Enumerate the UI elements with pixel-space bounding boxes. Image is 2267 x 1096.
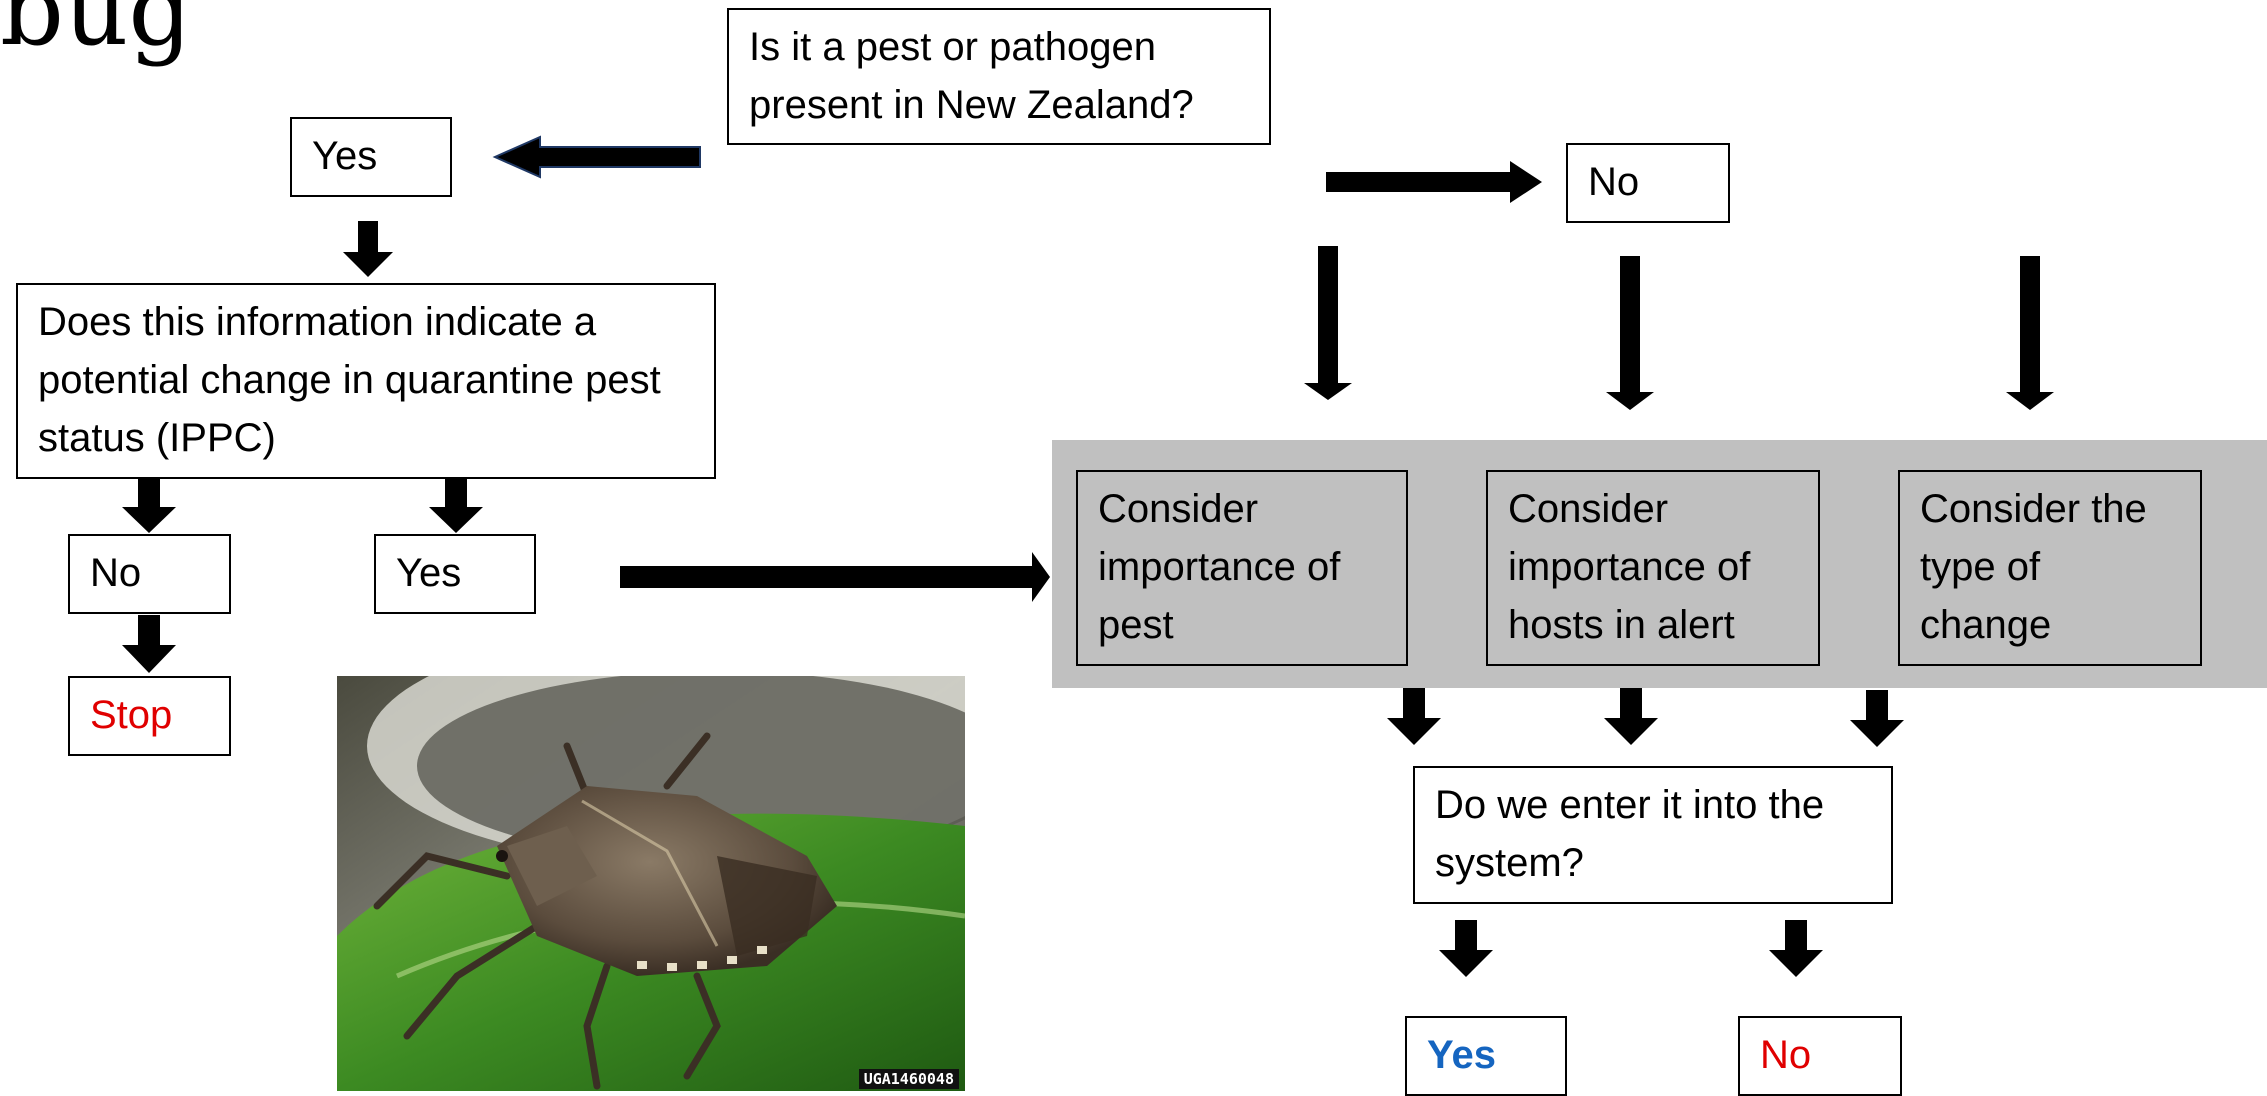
question-ippc-status: Does this information indicate a potenti… — [16, 283, 716, 479]
no-top-box: No — [1566, 143, 1730, 223]
arrow-down-ippc-to-no — [122, 478, 176, 533]
no-left-box: No — [68, 534, 231, 614]
question-enter-system: Do we enter it into the system? — [1413, 766, 1893, 904]
arrow-down-from-hosts — [1604, 688, 1658, 745]
yes-left-box: Yes — [374, 534, 536, 614]
arrow-to-yes-top — [492, 135, 701, 179]
arrow-down-from-change — [1850, 690, 1904, 747]
consider-importance-hosts: Consider importance of hosts in alert — [1486, 470, 1820, 666]
arrow-down-ippc-to-yes — [429, 478, 483, 533]
stink-bug-photo: UGA1460048 — [337, 676, 965, 1091]
stop-box: Stop — [68, 676, 231, 756]
arrow-down-from-pest — [1387, 688, 1441, 745]
arrow-down-no-to-stop — [122, 615, 176, 673]
consider-importance-pest: Consider importance of pest — [1076, 470, 1408, 666]
arrow-down-to-consider-change — [2006, 256, 2054, 410]
arrow-yes-to-consider — [620, 552, 1050, 602]
consider-band — [1052, 440, 2267, 688]
yes-top-box: Yes — [290, 117, 452, 197]
consider-type-of-change: Consider the type of change — [1898, 470, 2202, 666]
question-pest-present-nz: Is it a pest or pathogen present in New … — [727, 8, 1271, 145]
slide-title: bug — [0, 0, 193, 68]
arrow-to-no-top — [1326, 161, 1542, 203]
no-final-box: No — [1738, 1016, 1902, 1096]
arrow-down-enter-to-no — [1769, 920, 1823, 977]
yes-final-box: Yes — [1405, 1016, 1567, 1096]
arrow-down-enter-to-yes — [1439, 920, 1493, 977]
photo-watermark: UGA1460048 — [858, 1069, 959, 1089]
arrow-down-yes-to-ippc — [343, 221, 393, 277]
arrow-down-to-consider-hosts — [1606, 256, 1654, 410]
arrow-down-to-consider-pest — [1304, 246, 1352, 400]
